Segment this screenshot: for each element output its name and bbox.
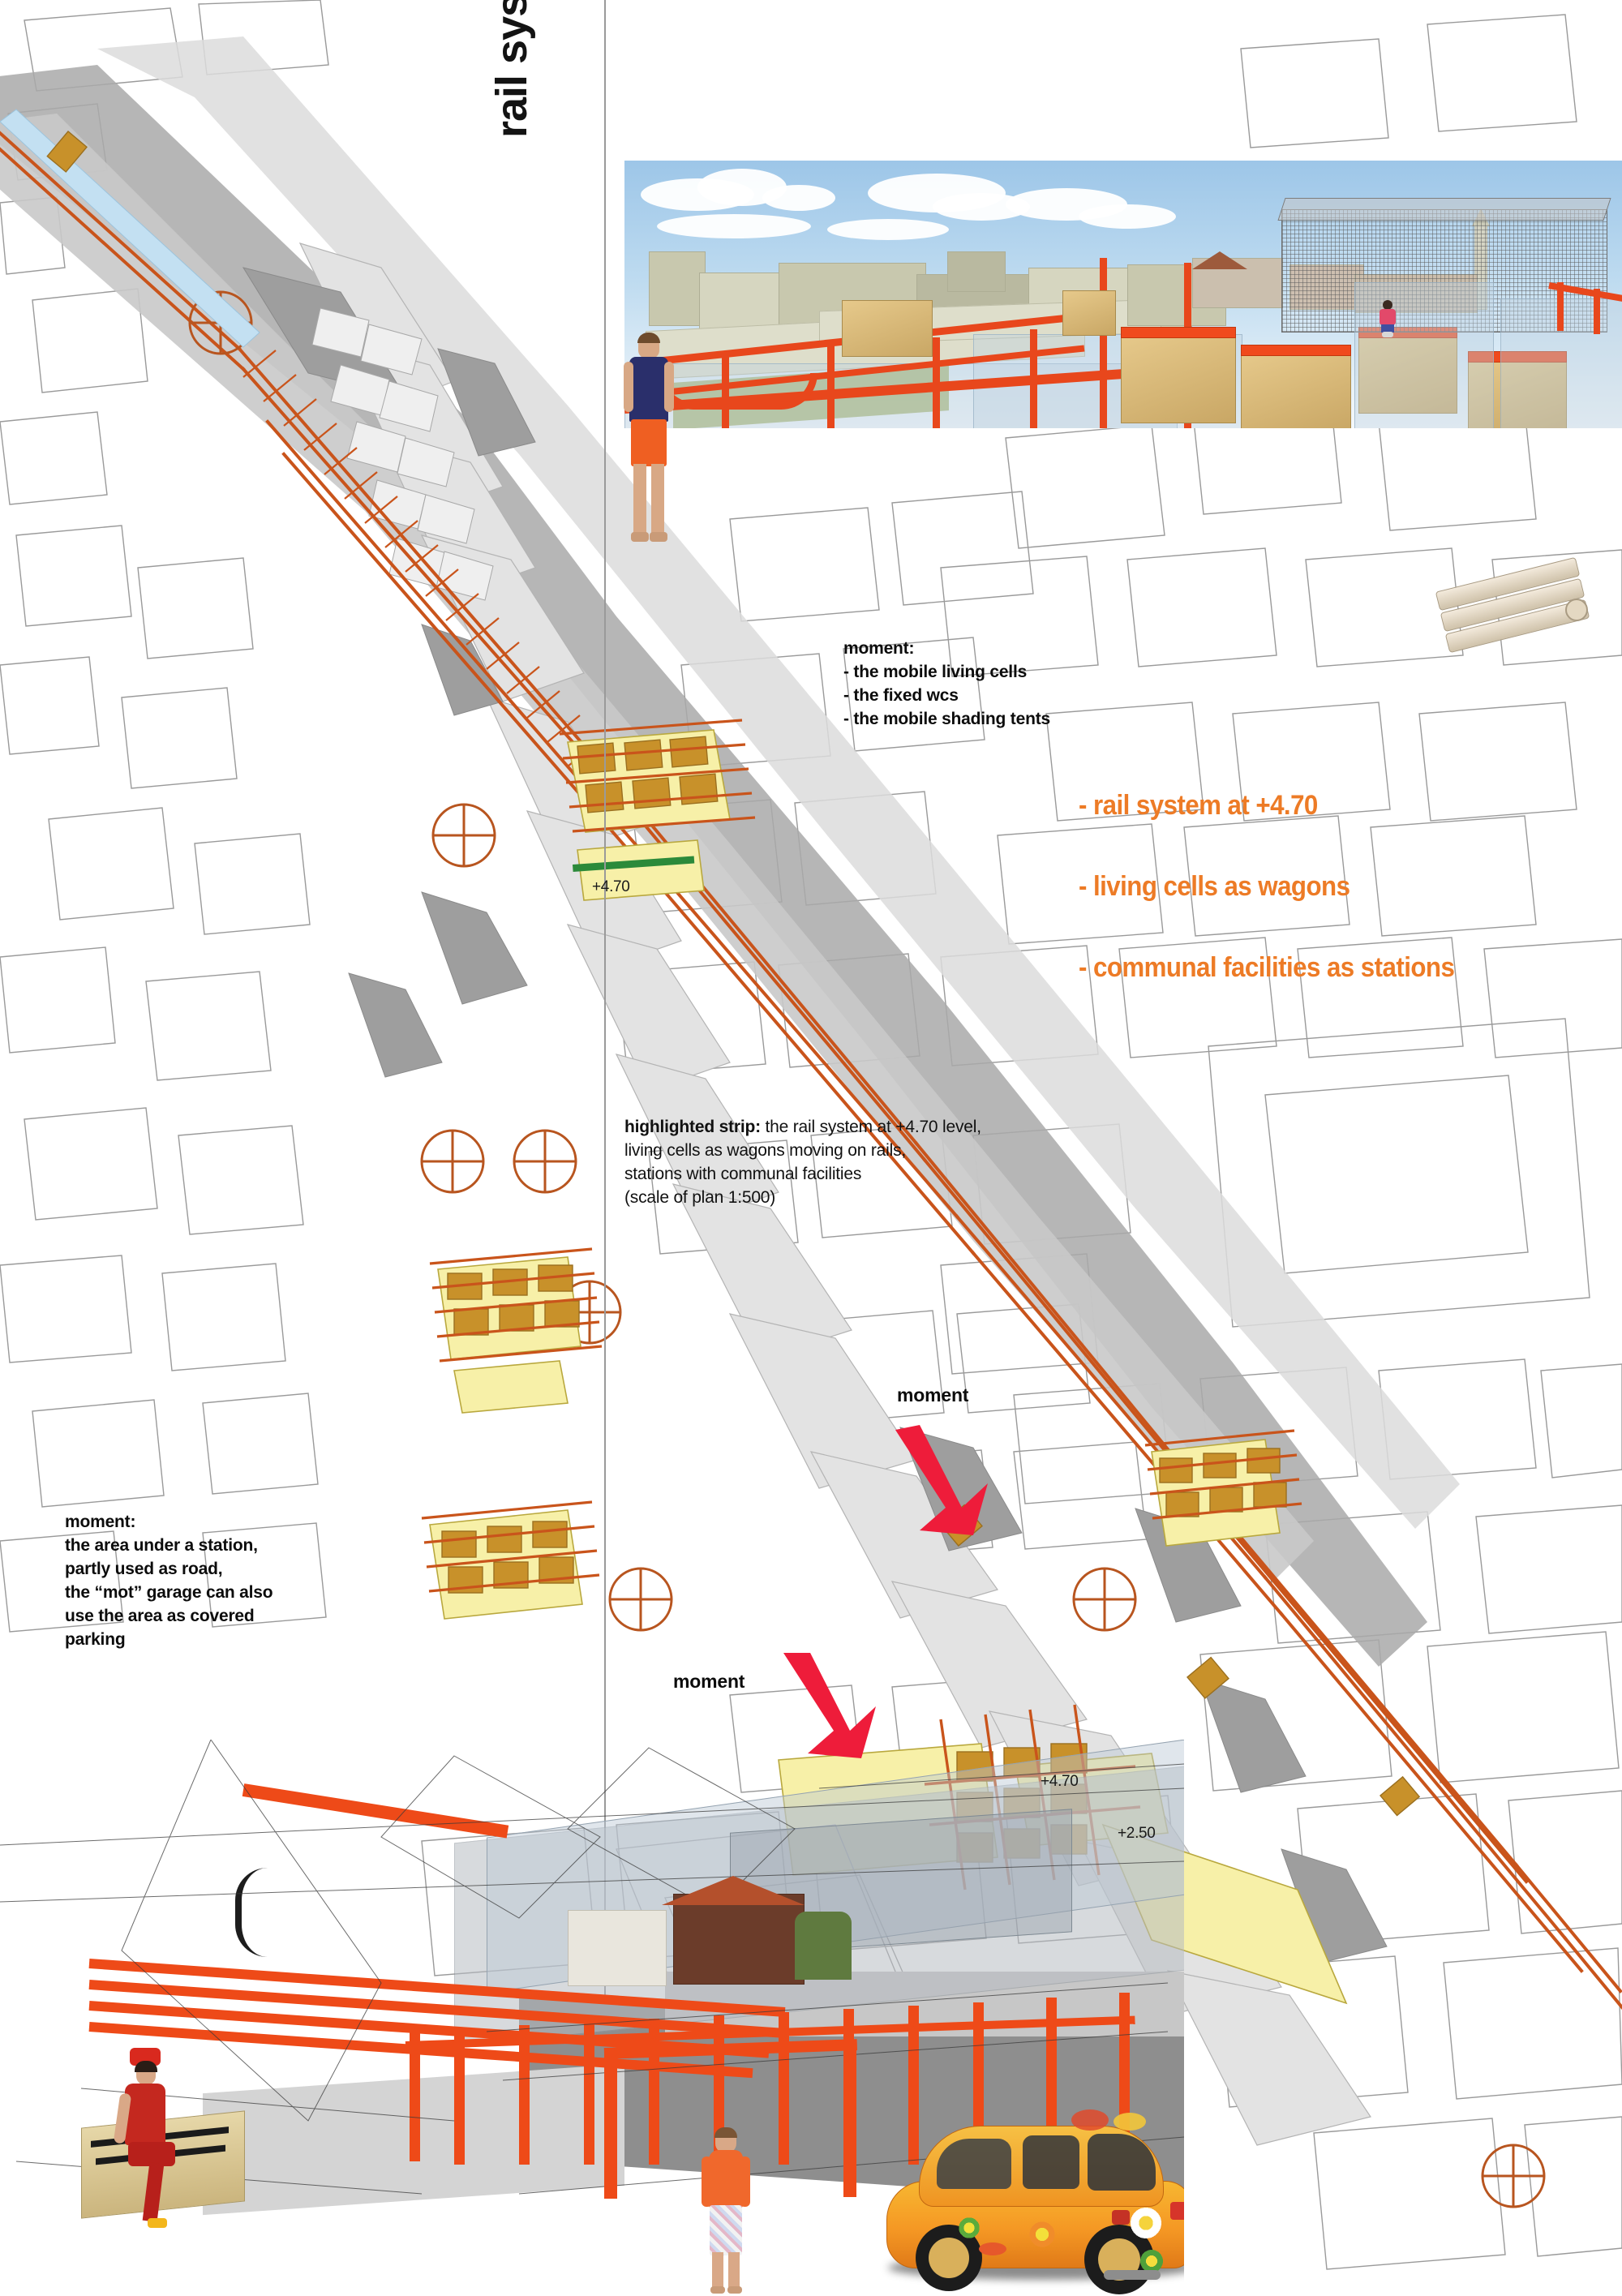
cloud bbox=[657, 214, 811, 238]
orange-bullet-2: - communal facilities as stations bbox=[1079, 952, 1455, 983]
house bbox=[568, 1910, 667, 1986]
figure-seated-woman bbox=[104, 2048, 177, 2234]
moment-arrow-2 bbox=[772, 1653, 878, 1766]
render-rooftop bbox=[624, 161, 1622, 428]
moment-left-line-0: the area under a station, bbox=[65, 1536, 258, 1555]
board-title-wrapper: rail system - stations bbox=[487, 0, 584, 138]
elevation-tag-2: +4.70 bbox=[1041, 1773, 1079, 1790]
beetle-car bbox=[880, 2103, 1184, 2294]
tail-light bbox=[1112, 2210, 1130, 2225]
steel-column bbox=[1046, 1998, 1057, 2165]
flower-decal bbox=[1071, 2109, 1109, 2131]
page-title: rail system - stations bbox=[487, 0, 537, 138]
highlighted-strip-line-2: living cells as wagons moving on rails, bbox=[624, 1141, 907, 1160]
moment-top-item-2: - the mobile shading tents bbox=[843, 710, 1050, 728]
house-roof bbox=[662, 1876, 805, 1905]
steel-column bbox=[410, 2032, 420, 2161]
elevation-tag-3: +2.50 bbox=[1118, 1825, 1156, 1842]
flower-decal bbox=[979, 2242, 1006, 2255]
highlighted-strip-line-3: stations with communal facilities bbox=[624, 1165, 862, 1183]
steel-column bbox=[454, 2028, 465, 2165]
orange-bullet-0: - rail system at +4.70 bbox=[1079, 790, 1318, 821]
flower-decal bbox=[1114, 2113, 1146, 2131]
curved-edge bbox=[235, 1868, 290, 1957]
living-cell bbox=[1468, 351, 1567, 428]
flower-decal bbox=[1024, 2217, 1060, 2252]
car-window bbox=[937, 2139, 1011, 2189]
shading-tent bbox=[1281, 209, 1607, 333]
steel-column bbox=[519, 2025, 530, 2165]
highlighted-strip-line-1-rest: the rail system at +4.70 level, bbox=[760, 1118, 982, 1136]
flower-decal bbox=[1123, 2200, 1169, 2246]
steel-post bbox=[1100, 258, 1107, 428]
portal-column bbox=[604, 2053, 617, 2199]
steel-post bbox=[1557, 282, 1564, 331]
living-cell bbox=[1241, 345, 1351, 428]
bumper bbox=[1104, 2270, 1161, 2280]
pipe-bundle bbox=[1435, 556, 1590, 654]
figure-walking-man bbox=[697, 2127, 754, 2295]
moment-marker-label-1: moment bbox=[897, 1384, 969, 1405]
building-mass bbox=[947, 251, 1006, 292]
tail-light bbox=[1170, 2202, 1184, 2220]
figure-child bbox=[1377, 300, 1398, 337]
moment-left-line-3: use the area as covered bbox=[65, 1607, 255, 1625]
glass-panel bbox=[1354, 282, 1494, 428]
highlighted-strip-block: highlighted strip: the rail system at +4… bbox=[624, 1115, 1127, 1209]
vertical-divider bbox=[604, 0, 606, 2296]
moment-left-line-2: the “mot” garage can also bbox=[65, 1583, 273, 1602]
highlighted-strip-line-1: highlighted strip: the rail system at +4… bbox=[624, 1115, 1127, 1139]
moment-arrow-1 bbox=[884, 1423, 989, 1537]
living-cell bbox=[1121, 327, 1236, 423]
moment-top-item-1: - the fixed wcs bbox=[843, 686, 959, 705]
moment-top-block: moment: - the mobile living cells - the … bbox=[843, 637, 1050, 731]
moment-left-heading: moment: bbox=[65, 1513, 136, 1531]
moment-left-block: moment: the area under a station, partly… bbox=[65, 1510, 389, 1651]
flower-decal bbox=[955, 2213, 984, 2242]
elevation-tag-1: +4.70 bbox=[592, 878, 630, 895]
portal-column bbox=[843, 2043, 856, 2197]
steel-column bbox=[973, 2002, 984, 2165]
living-cell bbox=[842, 300, 933, 357]
figure-standing-man bbox=[622, 333, 674, 551]
car-rear-window bbox=[1088, 2134, 1156, 2191]
steel-post bbox=[1594, 289, 1600, 334]
highlighted-strip-lead: highlighted strip: bbox=[624, 1118, 761, 1136]
highlighted-strip-line-4: (scale of plan 1:500) bbox=[624, 1188, 776, 1207]
cloud bbox=[762, 185, 835, 211]
steel-column bbox=[908, 2006, 919, 2165]
orange-bullet-1: - living cells as wagons bbox=[1079, 871, 1350, 902]
shading-tent-roof bbox=[1277, 198, 1611, 221]
moment-left-line-4: parking bbox=[65, 1630, 126, 1649]
house bbox=[673, 1894, 805, 1985]
steel-loop bbox=[657, 373, 817, 410]
moment-left-line-1: partly used as road, bbox=[65, 1560, 223, 1578]
steel-column bbox=[584, 2022, 594, 2165]
car-window bbox=[1023, 2135, 1079, 2189]
render-under-station bbox=[0, 1740, 1184, 2296]
cloud bbox=[1079, 204, 1176, 229]
cloud bbox=[827, 219, 949, 240]
moment-marker-label-2: moment bbox=[673, 1671, 745, 1692]
building-mass bbox=[649, 251, 706, 326]
moment-top-item-0: - the mobile living cells bbox=[843, 663, 1028, 681]
pitched-roof bbox=[1192, 251, 1247, 269]
tree bbox=[795, 1912, 852, 1980]
building-mass bbox=[699, 273, 790, 331]
moment-top-heading: moment: bbox=[843, 639, 915, 658]
steel-post bbox=[827, 344, 835, 428]
living-cell bbox=[1062, 290, 1116, 336]
